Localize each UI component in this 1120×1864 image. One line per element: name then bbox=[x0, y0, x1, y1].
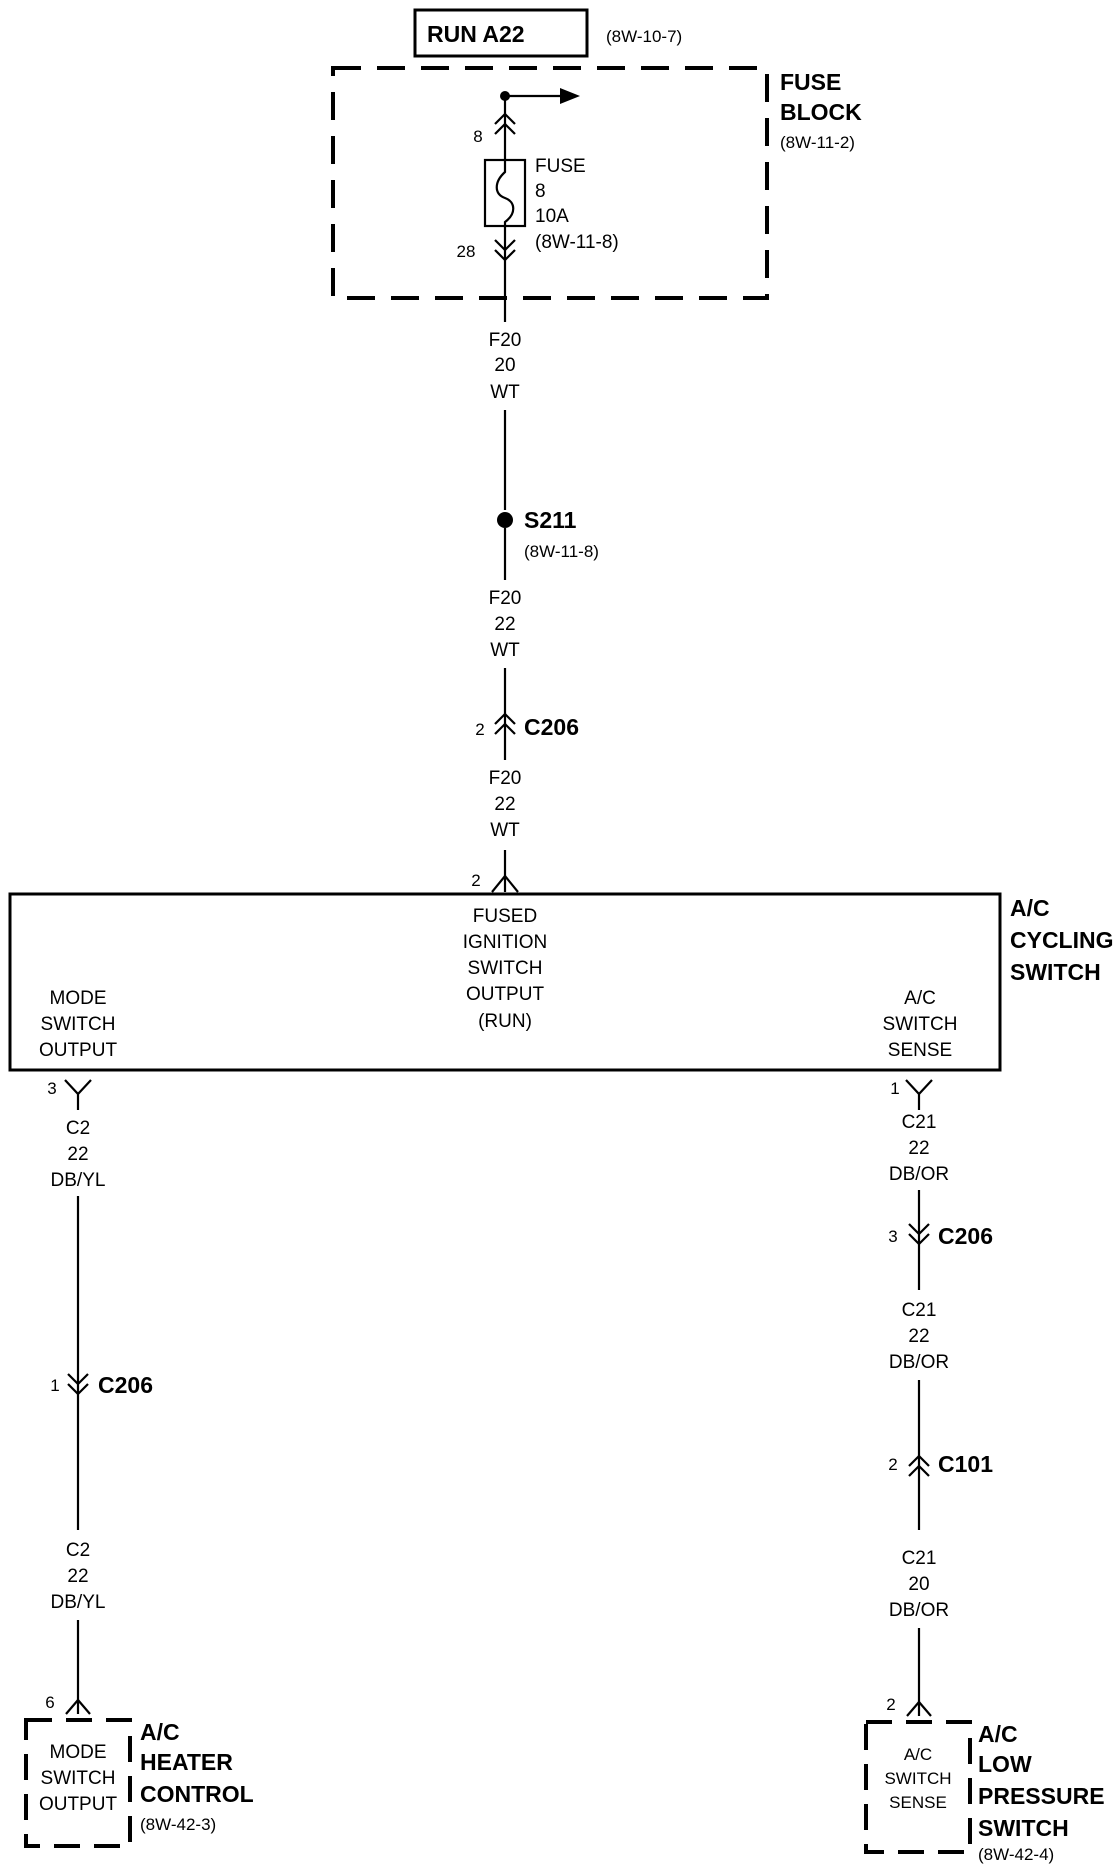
fuse-pin-in-connector bbox=[494, 112, 516, 135]
heater-box-label-3: OUTPUT bbox=[39, 1794, 118, 1815]
right-wire1-gauge: 22 bbox=[908, 1138, 929, 1159]
run-source-box bbox=[413, 8, 589, 58]
left-output-label-2: SWITCH bbox=[41, 1014, 116, 1035]
left-wire2-color: DB/YL bbox=[51, 1592, 106, 1613]
left-output-label-1: MODE bbox=[50, 988, 107, 1009]
left-c206-name: C206 bbox=[98, 1372, 153, 1398]
right-wire2-color: DB/OR bbox=[889, 1352, 949, 1373]
cycling-switch-title-3: SWITCH bbox=[1010, 959, 1101, 985]
input-label-3: SWITCH bbox=[468, 958, 543, 979]
wire-top-gauge: 20 bbox=[494, 355, 515, 376]
cycling-switch-title-2: CYCLING bbox=[1010, 927, 1114, 953]
left-wire2-circuit: C2 bbox=[66, 1540, 90, 1561]
left-wire2-gauge: 22 bbox=[67, 1566, 88, 1587]
wire-low-circuit: F20 bbox=[489, 768, 522, 789]
heater-box-label-2: SWITCH bbox=[41, 1768, 116, 1789]
fuse-block-title-2: BLOCK bbox=[780, 99, 862, 125]
low-pressure-box-label-2: SWITCH bbox=[884, 1769, 951, 1788]
wire-top-color: WT bbox=[490, 382, 520, 403]
left-wire1-circuit: C2 bbox=[66, 1118, 90, 1139]
low-pressure-ref: (8W-42-4) bbox=[978, 1845, 1054, 1864]
left-wire1-gauge: 22 bbox=[67, 1144, 88, 1165]
left-wire1-color: DB/YL bbox=[51, 1170, 106, 1191]
wire-mid-circuit: F20 bbox=[489, 588, 522, 609]
right-sense-label-1: A/C bbox=[904, 988, 936, 1009]
fuse-block-title-1: FUSE bbox=[780, 69, 841, 95]
left-output-label-3: OUTPUT bbox=[39, 1040, 118, 1061]
fuse-number: 8 bbox=[535, 181, 546, 202]
low-pressure-box-label-1: A/C bbox=[904, 1745, 932, 1764]
right-c206-name: C206 bbox=[938, 1223, 993, 1249]
c206-top-connector bbox=[494, 712, 516, 735]
wire-mid-color: WT bbox=[490, 640, 520, 661]
heater-ref: (8W-42-3) bbox=[140, 1815, 216, 1834]
fuse-pin-out: 28 bbox=[457, 242, 476, 261]
right-c101-name: C101 bbox=[938, 1451, 993, 1477]
fuse-pin-in: 8 bbox=[473, 127, 482, 146]
left-end-pin: 6 bbox=[45, 1693, 54, 1712]
wire-top-circuit: F20 bbox=[489, 330, 522, 351]
cycling-switch-pin-top-connector bbox=[491, 874, 519, 893]
left-c206-connector bbox=[67, 1373, 89, 1396]
heater-control-outline bbox=[24, 1718, 132, 1848]
c206-top-pin: 2 bbox=[475, 720, 484, 739]
right-end-pin-connector bbox=[906, 1700, 932, 1717]
input-label-2: IGNITION bbox=[463, 932, 547, 953]
low-pressure-title-2: LOW bbox=[978, 1751, 1032, 1777]
right-c101-connector bbox=[908, 1454, 930, 1477]
heater-title-3: CONTROL bbox=[140, 1781, 254, 1807]
right-wire3-color: DB/OR bbox=[889, 1600, 949, 1621]
run-ref: (8W-10-7) bbox=[606, 27, 682, 46]
left-pin: 3 bbox=[47, 1079, 56, 1098]
right-wire3-gauge: 20 bbox=[908, 1574, 929, 1595]
right-wire1-circuit: C21 bbox=[902, 1112, 937, 1133]
left-c206-pin: 1 bbox=[50, 1376, 59, 1395]
right-wire1-color: DB/OR bbox=[889, 1164, 949, 1185]
input-label-1: FUSED bbox=[473, 906, 537, 927]
wire-low-gauge: 22 bbox=[494, 794, 515, 815]
low-pressure-title-4: SWITCH bbox=[978, 1815, 1069, 1841]
right-wire3-circuit: C21 bbox=[902, 1548, 937, 1569]
low-pressure-title-1: A/C bbox=[978, 1721, 1018, 1747]
right-c206-connector bbox=[908, 1223, 930, 1246]
low-pressure-box-label-3: SENSE bbox=[889, 1793, 947, 1812]
run-label: RUN A22 bbox=[427, 21, 525, 47]
right-pin-connector bbox=[905, 1079, 933, 1110]
right-wire2-gauge: 22 bbox=[908, 1326, 929, 1347]
input-label-4: OUTPUT bbox=[466, 984, 545, 1005]
right-c206-pin: 3 bbox=[888, 1227, 897, 1246]
heater-title-1: A/C bbox=[140, 1719, 180, 1745]
wire-low-color: WT bbox=[490, 820, 520, 841]
wire-mid-gauge: 22 bbox=[494, 614, 515, 635]
right-sense-label-3: SENSE bbox=[888, 1040, 952, 1061]
input-label-5: (RUN) bbox=[478, 1011, 532, 1032]
splice-name: S211 bbox=[524, 507, 577, 533]
splice-dot bbox=[497, 512, 513, 528]
fuse-pin-out-connector bbox=[494, 239, 516, 262]
low-pressure-title-3: PRESSURE bbox=[978, 1783, 1105, 1809]
bus-arrow-head bbox=[560, 88, 580, 104]
left-end-pin-connector bbox=[65, 1698, 91, 1715]
heater-box-label-1: MODE bbox=[50, 1742, 107, 1763]
low-pressure-switch-outline bbox=[864, 1720, 972, 1854]
cycling-switch-pin-top: 2 bbox=[471, 871, 480, 890]
heater-title-2: HEATER bbox=[140, 1749, 233, 1775]
fuse-block-ref: (8W-11-2) bbox=[780, 133, 855, 152]
c206-top-name: C206 bbox=[524, 714, 579, 740]
fuse-rating: 10A bbox=[535, 206, 569, 227]
left-pin-connector bbox=[64, 1079, 92, 1110]
right-c101-pin: 2 bbox=[888, 1455, 897, 1474]
right-end-pin: 2 bbox=[886, 1695, 895, 1714]
fuse-ref: (8W-11-8) bbox=[535, 232, 619, 253]
splice-ref: (8W-11-8) bbox=[524, 542, 599, 561]
right-wire2-circuit: C21 bbox=[902, 1300, 937, 1321]
fuse-label: FUSE bbox=[535, 156, 586, 177]
fuse-element bbox=[495, 160, 515, 226]
right-sense-label-2: SWITCH bbox=[883, 1014, 958, 1035]
fuse-block-outline bbox=[331, 66, 769, 300]
cycling-switch-title-1: A/C bbox=[1010, 895, 1050, 921]
right-pin: 1 bbox=[890, 1079, 899, 1098]
cycling-switch-box bbox=[8, 892, 1002, 1072]
